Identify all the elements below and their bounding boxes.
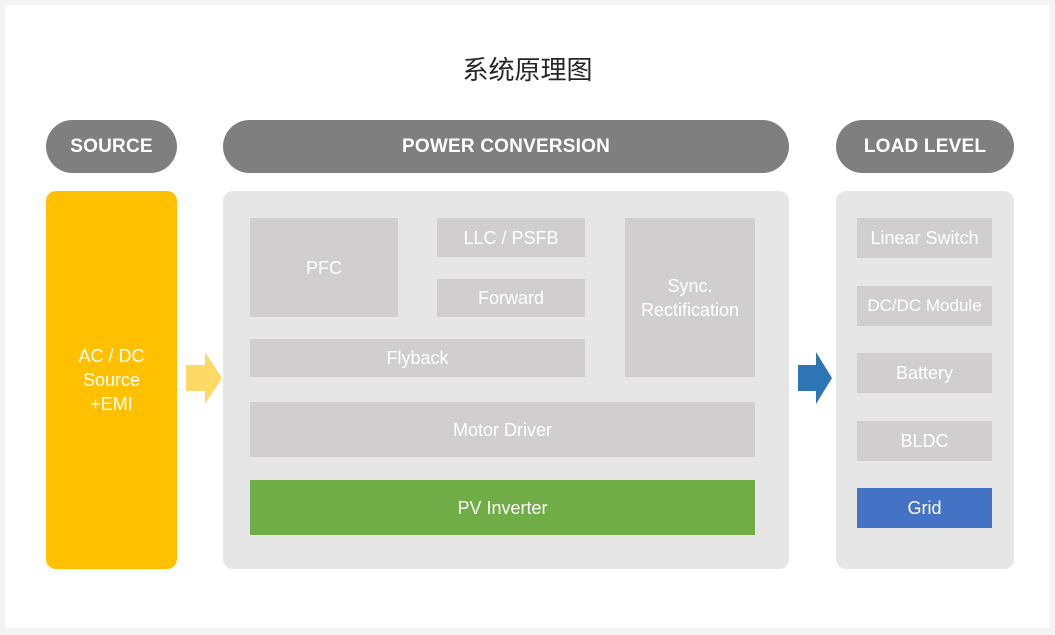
load-dcdc-module: DC/DC Module [857,286,992,326]
source-line-1: AC / DC [78,346,145,366]
block-sync-rectification: Sync. Rectification [625,218,755,377]
diagram-title: 系统原理图 [462,55,593,85]
load-battery: Battery [857,353,992,393]
load-grid: Grid [857,488,992,528]
sync-line-2: Rectification [640,299,740,320]
header-power-conversion: POWER CONVERSION [223,120,789,173]
arrow-right-icon [798,352,832,404]
sync-line-1: Sync. [667,275,713,296]
load-linear-switch: Linear Switch [857,218,992,258]
load-bldc: BLDC [857,421,992,461]
source-line-3: +EMI [90,394,133,414]
block-forward: Forward [437,279,585,317]
block-motor-driver: Motor Driver [250,402,755,457]
block-pv-inverter: PV Inverter [250,480,755,535]
source-line-2: Source [82,370,141,390]
header-source: SOURCE [46,120,177,173]
block-pfc: PFC [250,218,398,317]
header-load-level: LOAD LEVEL [836,120,1014,173]
block-llc-psfb: LLC / PSFB [437,218,585,257]
arrow-right-icon [186,352,222,404]
block-flyback: Flyback [250,339,585,377]
source-block: AC / DC Source +EMI [46,191,177,569]
